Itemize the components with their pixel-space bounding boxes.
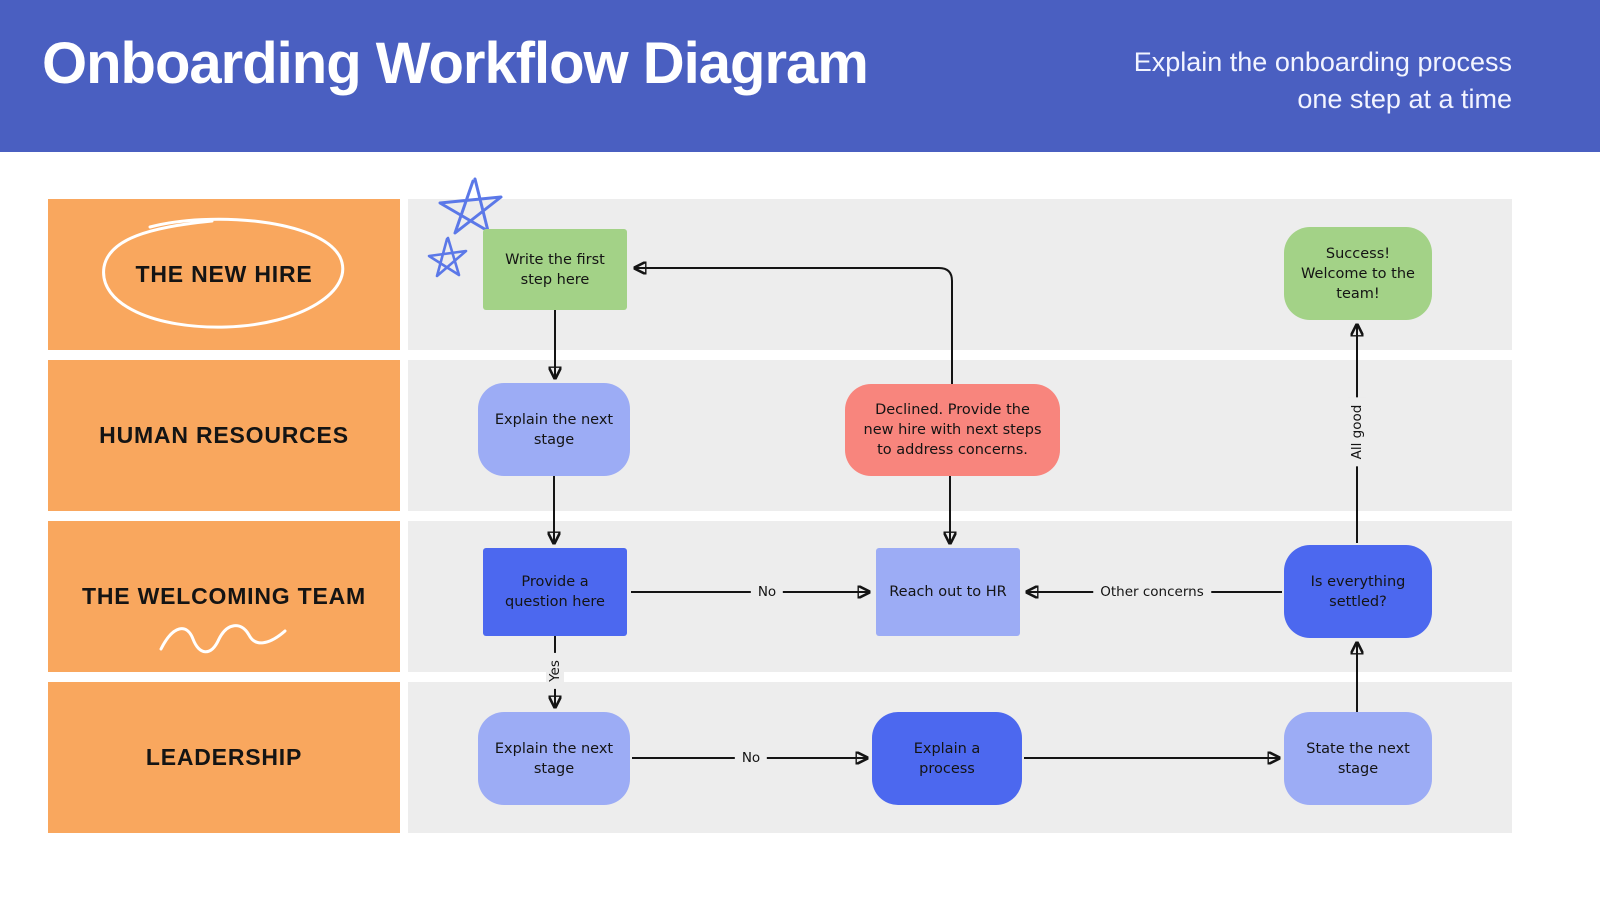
node-provide-question[interactable]: Provide a question here	[483, 548, 627, 636]
header-banner: Onboarding Workflow Diagram Explain the …	[0, 0, 1600, 152]
node-reach-out-to-hr[interactable]: Reach out to HR	[876, 548, 1020, 636]
node-text: Is everything settled?	[1310, 573, 1406, 610]
lane-label-the-welcoming-team: THE WELCOMING TEAM	[48, 521, 400, 672]
node-declined-notice[interactable]: Declined. Provide the new hire with next…	[845, 384, 1060, 476]
page-subtitle: Explain the onboarding process one step …	[1134, 44, 1512, 118]
lane-label-text: THE NEW HIRE	[135, 261, 313, 287]
edge-label-no-question-to-reach: No	[750, 583, 784, 601]
node-text: Explain the next stage	[494, 740, 614, 777]
node-text: Explain the next stage	[494, 411, 614, 448]
lane-label-text: HUMAN RESOURCES	[99, 422, 349, 448]
node-text: Reach out to HR	[889, 584, 1007, 600]
subtitle-line-2: one step at a time	[1297, 84, 1512, 114]
subtitle-line-1: Explain the onboarding process	[1133, 47, 1512, 77]
lane-label-text: THE WELCOMING TEAM	[82, 583, 366, 609]
edge-label-yes: Yes	[546, 653, 564, 689]
node-success-welcome[interactable]: Success! Welcome to the team!	[1284, 227, 1432, 320]
node-text: Write the first step here	[505, 251, 605, 288]
node-write-first-step[interactable]: Write the first step here	[483, 229, 627, 310]
squiggle-underline-icon	[159, 624, 287, 654]
node-text: Success! Welcome to the team!	[1301, 245, 1415, 302]
lane-label-the-new-hire: THE NEW HIRE	[48, 199, 400, 350]
node-is-everything-settled[interactable]: Is everything settled?	[1284, 545, 1432, 638]
node-text: Declined. Provide the new hire with next…	[863, 402, 1042, 458]
node-text: Explain a process	[913, 740, 981, 777]
node-text: Provide a question here	[505, 574, 605, 610]
lane-label-human-resources: HUMAN RESOURCES	[48, 360, 400, 511]
edge-label-other-concerns: Other concerns	[1093, 583, 1211, 601]
node-text: State the next stage	[1306, 740, 1410, 777]
edge-label-no-explain-to-process: No	[734, 749, 768, 767]
node-explain-next-stage-leadership[interactable]: Explain the next stage	[478, 712, 630, 805]
lane-label-leadership: LEADERSHIP	[48, 682, 400, 833]
node-explain-next-stage-hr[interactable]: Explain the next stage	[478, 383, 630, 476]
node-state-next-stage[interactable]: State the next stage	[1284, 712, 1432, 805]
edge-label-all-good: All good	[1348, 397, 1366, 467]
page-title: Onboarding Workflow Diagram	[42, 31, 869, 96]
node-explain-a-process[interactable]: Explain a process	[872, 712, 1022, 805]
lane-label-text: LEADERSHIP	[145, 744, 303, 770]
